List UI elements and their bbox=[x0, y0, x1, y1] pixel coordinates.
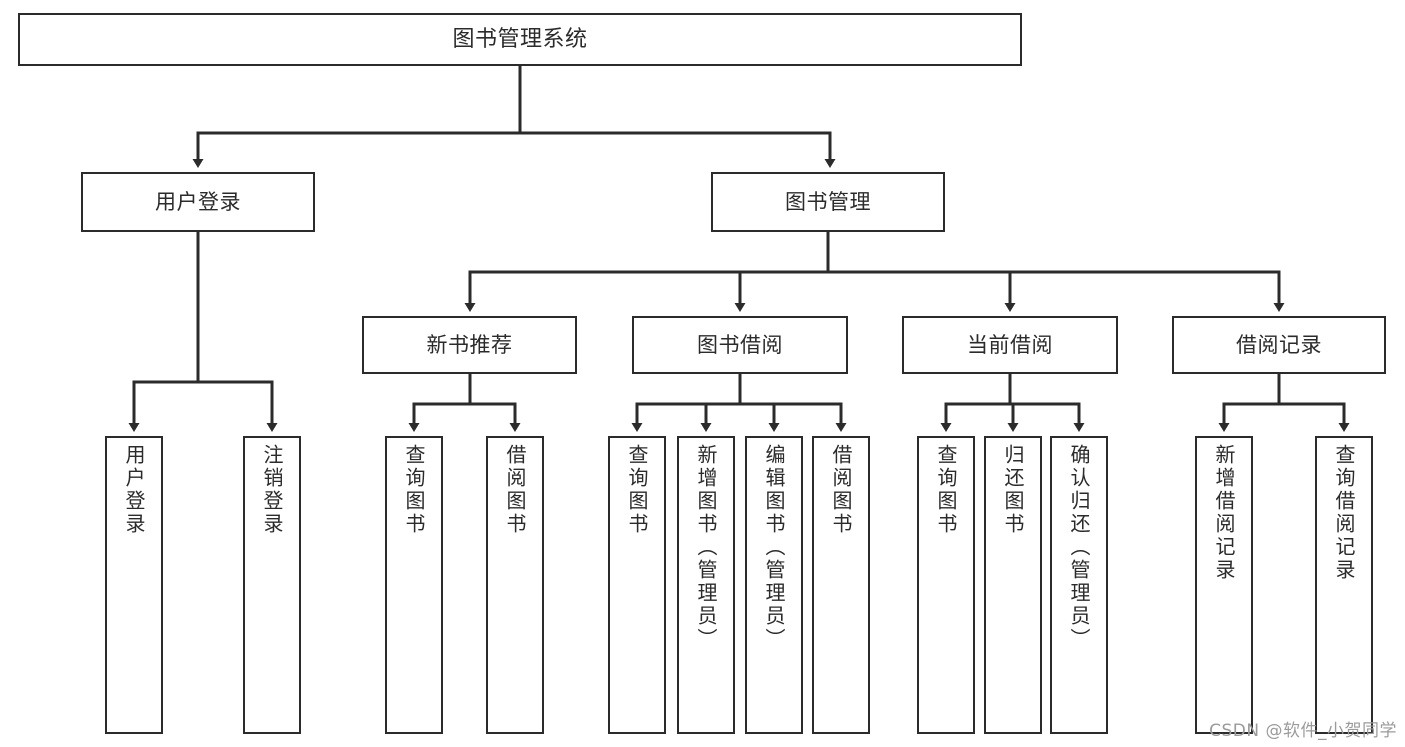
leaf-logout[interactable]: 注销登录 bbox=[243, 436, 301, 734]
node-label: 新增借阅记录 bbox=[1212, 444, 1236, 582]
node-book-management[interactable]: 图书管理 bbox=[711, 172, 945, 232]
node-label: 借阅记录 bbox=[1236, 332, 1322, 357]
leaf-user-login[interactable]: 用户登录 bbox=[105, 436, 163, 734]
node-label: 借阅图书 bbox=[829, 444, 853, 536]
node-label: 查询借阅记录 bbox=[1332, 444, 1356, 582]
node-root-system[interactable]: 图书管理系统 bbox=[18, 13, 1022, 66]
node-label: 查询图书 bbox=[934, 444, 958, 536]
node-new-book-recommend[interactable]: 新书推荐 bbox=[362, 316, 577, 374]
node-current-borrow[interactable]: 当前借阅 bbox=[902, 316, 1118, 374]
node-label: 新书推荐 bbox=[426, 332, 513, 357]
leaf-query-book-borrow[interactable]: 查询图书 bbox=[608, 436, 666, 734]
node-label: 确认归还（管理员） bbox=[1067, 444, 1091, 651]
node-label: 查询图书 bbox=[625, 444, 649, 536]
leaf-edit-book-admin[interactable]: 编辑图书（管理员） bbox=[745, 436, 803, 734]
leaf-confirm-return-admin[interactable]: 确认归还（管理员） bbox=[1050, 436, 1108, 734]
leaf-borrow-book-newbook[interactable]: 借阅图书 bbox=[486, 436, 544, 734]
node-user-login[interactable]: 用户登录 bbox=[81, 172, 315, 232]
leaf-query-borrow-record[interactable]: 查询借阅记录 bbox=[1315, 436, 1373, 734]
node-label: 编辑图书（管理员） bbox=[762, 444, 786, 651]
node-label: 注销登录 bbox=[260, 444, 284, 536]
node-label: 图书管理 bbox=[785, 189, 871, 214]
leaf-return-book[interactable]: 归还图书 bbox=[984, 436, 1042, 734]
node-label: 当前借阅 bbox=[967, 332, 1053, 357]
node-label: 归还图书 bbox=[1001, 444, 1025, 536]
leaf-add-borrow-record[interactable]: 新增借阅记录 bbox=[1195, 436, 1253, 734]
node-label: 图书借阅 bbox=[697, 332, 783, 357]
leaf-add-book-admin[interactable]: 新增图书（管理员） bbox=[677, 436, 735, 734]
node-label: 借阅图书 bbox=[503, 444, 527, 536]
node-label: 图书管理系统 bbox=[452, 26, 588, 52]
node-book-borrow[interactable]: 图书借阅 bbox=[632, 316, 848, 374]
node-label: 用户登录 bbox=[122, 444, 146, 536]
node-label: 用户登录 bbox=[155, 189, 241, 214]
node-label: 新增图书（管理员） bbox=[694, 444, 718, 651]
node-borrow-record[interactable]: 借阅记录 bbox=[1172, 316, 1386, 374]
node-label: 查询图书 bbox=[402, 444, 426, 536]
leaf-borrow-book[interactable]: 借阅图书 bbox=[812, 436, 870, 734]
leaf-query-book-newbook[interactable]: 查询图书 bbox=[385, 436, 443, 734]
leaf-query-book-current[interactable]: 查询图书 bbox=[917, 436, 975, 734]
